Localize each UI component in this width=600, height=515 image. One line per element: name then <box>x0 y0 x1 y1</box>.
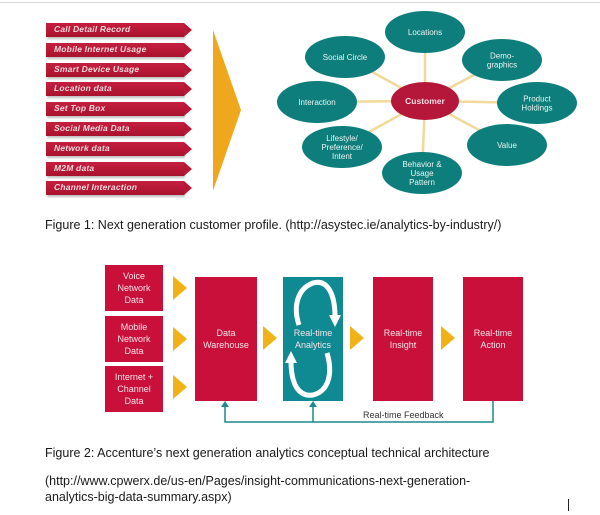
customer-center-node <box>391 82 459 120</box>
figure-2-caption: Figure 2: Accenture’s next generation an… <box>45 446 490 460</box>
data-source-label: Channel Interaction <box>54 182 138 193</box>
arrow-right-icon <box>350 326 364 350</box>
text-cursor <box>568 499 569 511</box>
profile-node-label: Lifestyle/Preference/Intent <box>321 134 363 161</box>
profile-node <box>385 11 465 53</box>
data-source-item: Network data <box>46 141 192 156</box>
data-source-item: Smart Device Usage <box>46 62 192 77</box>
data-source-item: Call Detail Record <box>46 23 192 37</box>
profile-node-label: Demo-graphics <box>487 51 517 69</box>
feedback-loop-lines <box>221 401 494 423</box>
profile-node <box>382 152 462 194</box>
stage-real-time-action: Real-time Action <box>463 277 523 401</box>
input-voice-network-data: Voice Network Data <box>105 265 163 311</box>
page-top-rule <box>0 2 600 3</box>
stage-label: Real-time Insight <box>383 328 423 350</box>
feedback-label: Real-time Feedback <box>363 410 444 420</box>
arrow-right-icon <box>173 375 187 399</box>
figure-2-source-line-1: (http://www.cpwerx.de/us-en/Pages/insigh… <box>45 474 471 488</box>
data-source-label: Call Detail Record <box>54 24 131 34</box>
data-source-item: Location data <box>46 82 192 97</box>
data-source-label: Smart Device Usage <box>54 63 140 74</box>
profile-node-label: Value <box>497 141 517 150</box>
data-source-label: Network data <box>54 142 110 153</box>
data-source-item: Channel Interaction <box>46 181 192 196</box>
stage-real-time-insight: Real-time Insight <box>373 277 433 401</box>
data-source-label: Set Top Box <box>54 103 106 114</box>
stage-data-warehouse: Data Warehouse <box>195 277 257 401</box>
cycle-arrows-icon <box>285 279 341 398</box>
data-source-item: Social Media Data <box>46 122 192 136</box>
input-label: Mobile Network Data <box>117 322 151 356</box>
profile-node-label: Interaction <box>298 98 335 107</box>
profile-node <box>277 81 357 123</box>
stage-label: Real-time Action <box>473 328 513 350</box>
arrow-up-icon <box>309 401 317 407</box>
profile-node-label: Locations <box>408 28 442 37</box>
arrow-right-icon <box>441 326 455 350</box>
data-source-item: Set Top Box <box>46 102 192 117</box>
arrow-up-icon <box>221 401 229 407</box>
input-label: Internet + Channel Data <box>114 372 154 406</box>
figure-1-caption: Figure 1: Next generation customer profi… <box>45 218 502 232</box>
input-label: Voice Network Data <box>117 271 151 305</box>
arrow-right-icon <box>173 327 187 351</box>
data-source-label: Mobile Internet Usage <box>54 43 147 54</box>
input-internet-channel-data: Internet + Channel Data <box>105 366 163 412</box>
data-source-item: Mobile Internet Usage <box>46 42 192 57</box>
stage-label: Data Warehouse <box>203 328 249 350</box>
customer-center-label: Customer <box>405 96 445 106</box>
arrow-right-icon <box>173 276 187 300</box>
data-source-label: M2M data <box>54 162 95 173</box>
input-mobile-network-data: Mobile Network Data <box>105 316 163 362</box>
data-source-label: Social Media Data <box>54 123 130 133</box>
stage-real-time-analytics: Real-time Analytics <box>283 277 343 401</box>
profile-node <box>467 124 547 166</box>
profile-node <box>497 82 577 124</box>
big-arrow-icon <box>213 30 241 191</box>
profile-node <box>462 39 542 81</box>
stage-label: Real-time Analytics <box>293 328 333 350</box>
profile-node-label: Social Circle <box>323 53 368 62</box>
arrow-right-icon <box>263 326 277 350</box>
profile-node <box>305 36 385 78</box>
profile-node <box>302 126 382 168</box>
data-source-item: M2M data <box>46 161 192 176</box>
figure-2-source-line-2: analytics-big-data-summary.aspx) <box>45 490 232 504</box>
data-source-label: Location data <box>54 83 112 94</box>
